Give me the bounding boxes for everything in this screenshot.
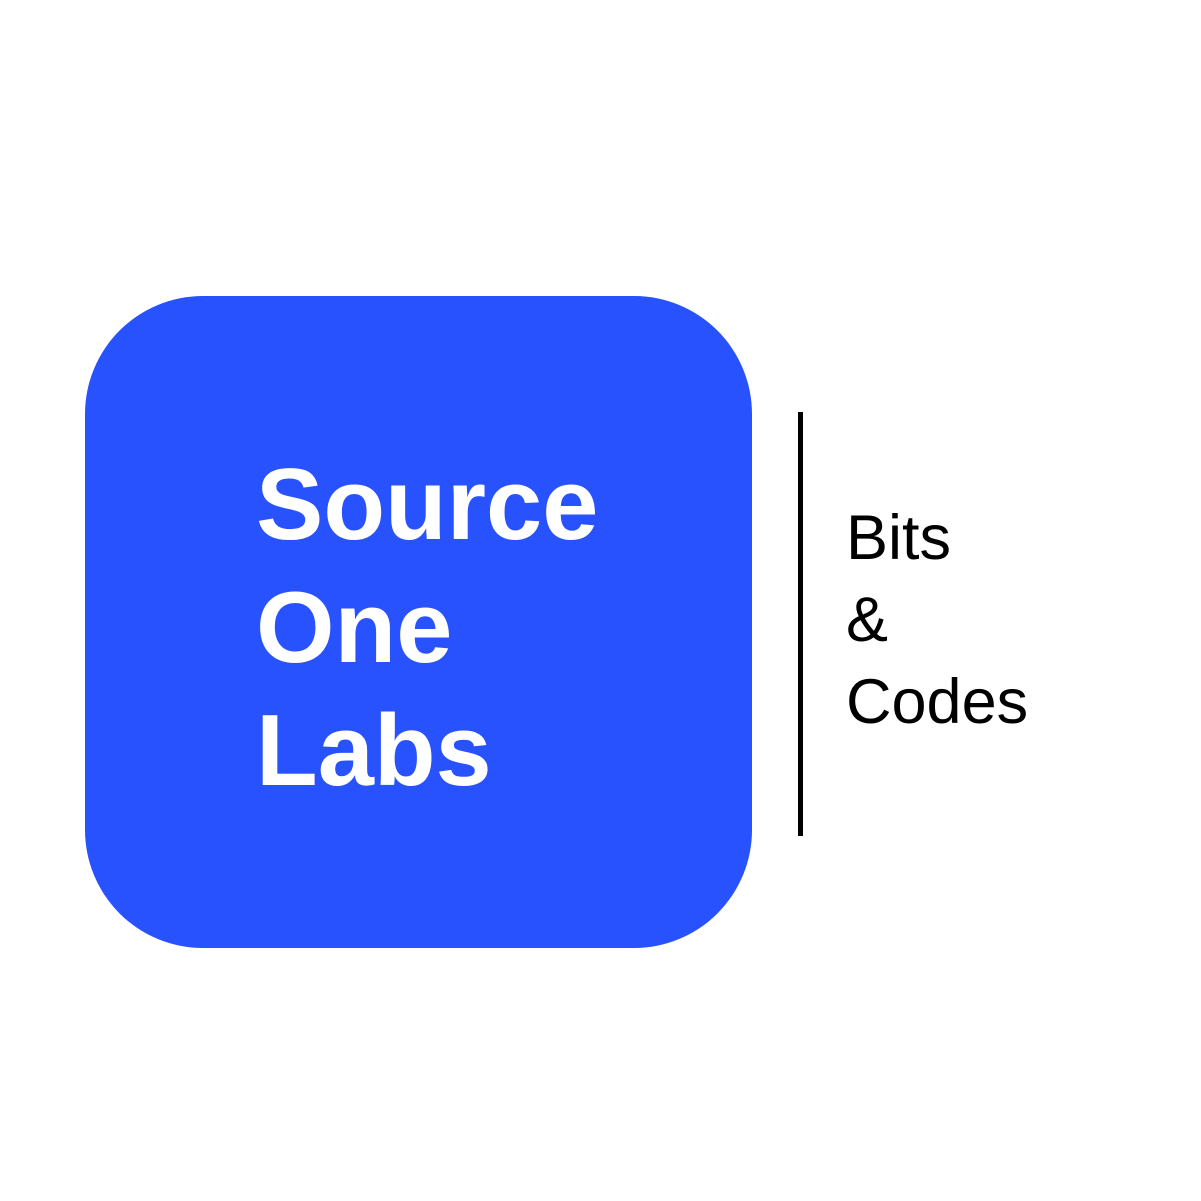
tagline-line-codes: Codes bbox=[846, 667, 1029, 737]
logo-box: Source One Labs bbox=[85, 296, 752, 948]
tagline: Bits & Codes bbox=[846, 497, 1028, 743]
brand-name-line-labs: Labs bbox=[256, 695, 492, 807]
brand-name-line-source: Source bbox=[256, 449, 599, 561]
tagline-line-bits: Bits bbox=[846, 503, 952, 573]
brand-name: Source One Labs bbox=[256, 444, 598, 813]
brand-name-line-one: One bbox=[256, 572, 453, 684]
tagline-line-ampersand: & bbox=[846, 585, 889, 655]
vertical-divider bbox=[798, 412, 803, 836]
